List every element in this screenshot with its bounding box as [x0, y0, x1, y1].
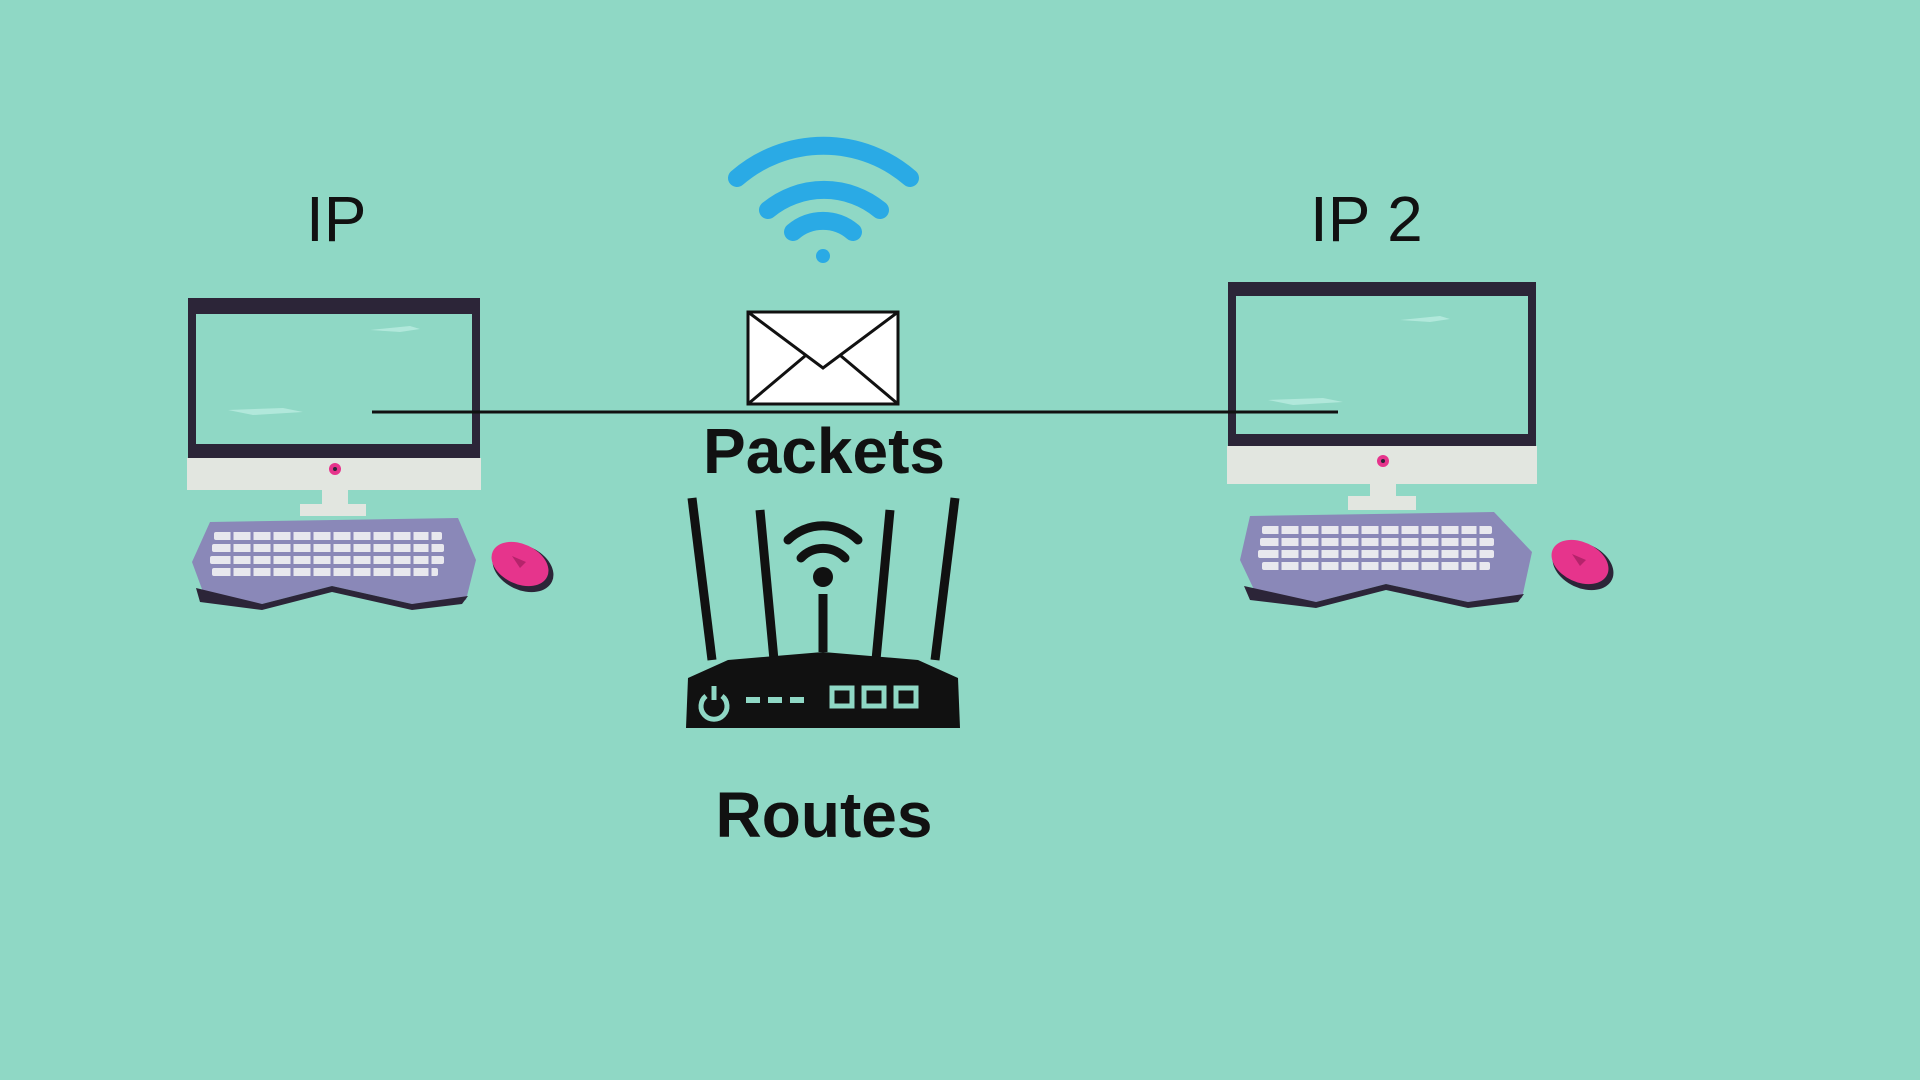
right-monitor-stand: [1348, 484, 1416, 510]
routes-label: Routes: [715, 779, 933, 851]
envelope-icon: [746, 310, 900, 406]
left-computer: [187, 298, 554, 610]
router-icon: [686, 497, 960, 728]
left-mouse: [491, 541, 554, 593]
left-keyboard: [192, 518, 476, 610]
packets-label: Packets: [703, 415, 945, 487]
left-monitor: [187, 298, 481, 490]
right-mouse: [1551, 539, 1614, 591]
right-monitor: [1227, 282, 1537, 484]
right-computer: [1227, 282, 1614, 608]
wifi-icon: [728, 136, 919, 263]
left-monitor-stand: [300, 490, 366, 516]
right-keyboard: [1240, 512, 1532, 608]
node-label-ip: IP: [306, 183, 367, 255]
node-label-ip2: IP 2: [1310, 183, 1423, 255]
